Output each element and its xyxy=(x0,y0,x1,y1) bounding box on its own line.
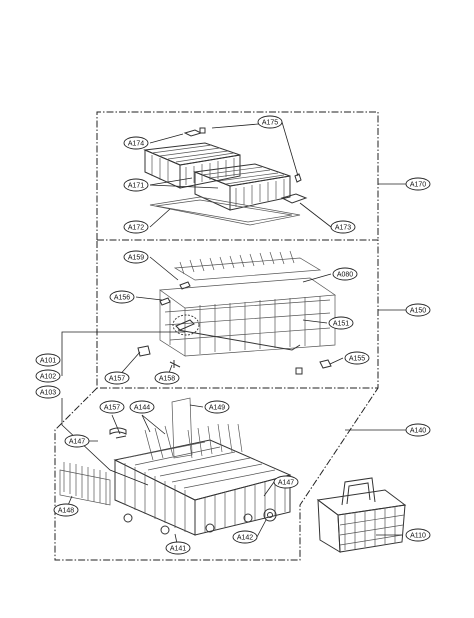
leader-lines xyxy=(61,121,406,549)
callout-a175: A175 xyxy=(257,115,283,129)
callout-a101: A101 xyxy=(35,353,61,367)
callout-a171-text: A171 xyxy=(128,183,144,190)
callout-a170-text: A170 xyxy=(410,182,426,189)
callout-a173: A173 xyxy=(330,220,356,234)
callout-a149-text: A149 xyxy=(209,405,225,412)
callout-a080: A080 xyxy=(332,267,358,281)
callout-a148: A148 xyxy=(53,503,79,517)
callout-a157-upper: A157 xyxy=(104,371,130,385)
callout-a144-text: A144 xyxy=(134,405,150,412)
callout-a151-text: A151 xyxy=(333,321,349,328)
callout-a150-text: A150 xyxy=(410,308,426,315)
callout-a102: A102 xyxy=(35,369,61,383)
rail-assembly-drawing xyxy=(137,250,337,375)
callout-a155: A155 xyxy=(344,351,370,365)
lower-rack-drawing xyxy=(59,397,292,536)
lower-rack-assembly-box xyxy=(54,387,379,561)
callout-a175-text: A175 xyxy=(262,120,278,127)
callout-a142-text: A142 xyxy=(237,535,253,542)
callout-a157-lower-text: A157 xyxy=(104,405,120,412)
callout-a174-text: A174 xyxy=(128,141,144,148)
callout-a140-text: A140 xyxy=(410,428,426,435)
callout-a147-left: A147 xyxy=(64,434,90,448)
callout-a147-right-text: A147 xyxy=(278,480,294,487)
callout-a158: A158 xyxy=(154,371,180,385)
callout-a159: A159 xyxy=(123,250,149,264)
callout-a172: A172 xyxy=(123,220,149,234)
callout-a156-text: A156 xyxy=(114,295,130,302)
callout-a156: A156 xyxy=(109,290,135,304)
callout-a141: A141 xyxy=(165,541,191,555)
callout-a103-text: A103 xyxy=(40,390,56,397)
callout-a147-left-text: A147 xyxy=(69,439,85,446)
callout-a102-text: A102 xyxy=(40,374,56,381)
callout-a155-text: A155 xyxy=(349,356,365,363)
callout-a172-text: A172 xyxy=(128,225,144,232)
upper-rack-assembly-box xyxy=(96,111,379,240)
callout-a171: A171 xyxy=(123,178,149,192)
callout-a148-text: A148 xyxy=(58,508,74,515)
callout-a140: A140 xyxy=(405,423,431,437)
callout-a101-text: A101 xyxy=(40,358,56,365)
callout-a103: A103 xyxy=(35,385,61,399)
upper-rack-drawing xyxy=(143,127,308,226)
callout-a157-lower: A157 xyxy=(99,400,125,414)
callout-a159-text: A159 xyxy=(128,255,144,262)
cutlery-basket-drawing xyxy=(316,477,407,553)
callout-a170: A170 xyxy=(405,177,431,191)
callout-a080-text: A080 xyxy=(337,272,353,279)
callout-a173-text: A173 xyxy=(335,225,351,232)
callout-a141-text: A141 xyxy=(170,546,186,553)
callout-a150: A150 xyxy=(405,303,431,317)
callout-a147-right: A147 xyxy=(273,475,299,489)
callout-a149: A149 xyxy=(204,400,230,414)
callout-a142: A142 xyxy=(232,530,258,544)
callout-a110: A110 xyxy=(405,528,431,542)
callout-a151: A151 xyxy=(328,316,354,330)
callout-a174: A174 xyxy=(123,136,149,150)
callout-a110-text: A110 xyxy=(410,533,426,540)
callout-a157-upper-text: A157 xyxy=(109,376,125,383)
callout-a144: A144 xyxy=(129,400,155,414)
callout-a158-text: A158 xyxy=(159,376,175,383)
